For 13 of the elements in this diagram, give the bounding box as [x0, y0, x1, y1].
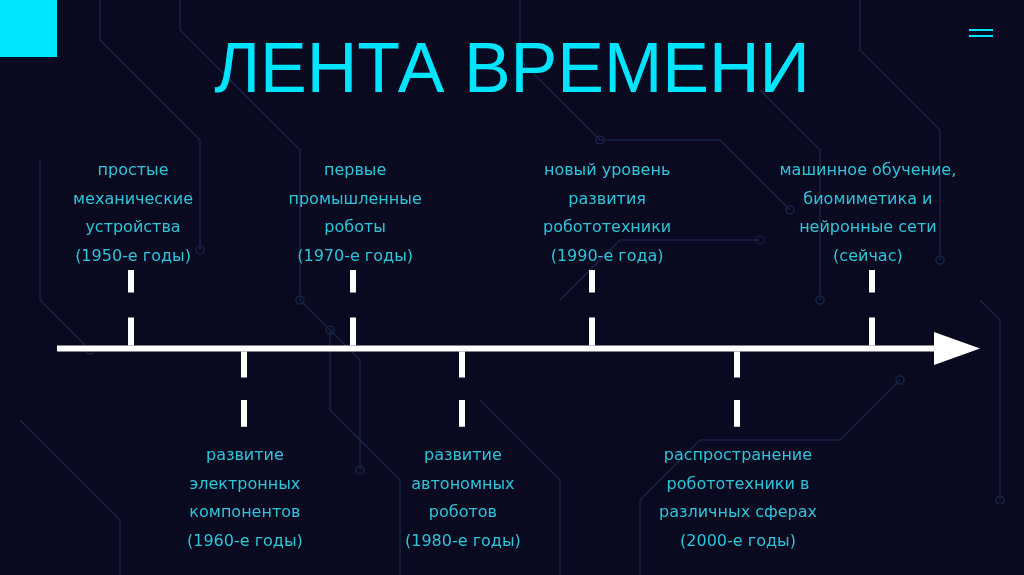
milestone-text: новый уровень развития робототехники (1990-е года)	[543, 156, 672, 270]
dashed-leader-line	[128, 270, 134, 346]
milestone-text: развитие электронных компонентов (1960-е годы)	[187, 441, 303, 555]
title: ЛЕНТА ВРЕМЕНИ	[214, 28, 810, 108]
dashed-leader-line	[350, 270, 356, 346]
timeline-arrow	[57, 332, 980, 365]
milestone-text: распространение робототехники в различных сферах (2000-е годы)	[659, 441, 817, 555]
milestone-text: простые механические устройства (1950-е годы)	[73, 156, 194, 270]
dashed-leader-line	[869, 270, 875, 346]
dashed-leader-line	[589, 270, 595, 346]
milestone-text: развитие автономных роботов (1980-е годы)	[405, 441, 521, 555]
milestone-text: машинное обучение, биомиметика и нейронные сети (сейчас)	[779, 156, 957, 270]
milestone-text: первые промышленные роботы (1970-е годы)	[288, 156, 422, 270]
